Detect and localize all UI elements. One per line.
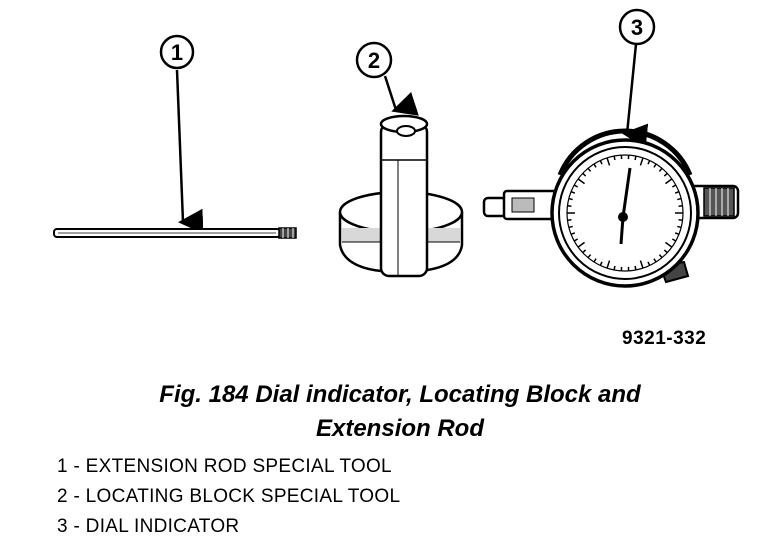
dial-tick: [678, 219, 683, 222]
dial-tick: [671, 238, 677, 242]
extension-rod: [53, 227, 297, 239]
dial-tick: [613, 155, 616, 161]
dial-tick: [677, 197, 682, 201]
dial-tick: [665, 178, 673, 185]
legend-item-2-text: LOCATING BLOCK SPECIAL TOOL: [85, 486, 401, 507]
dial-tick: [647, 160, 651, 165]
dial-tick: [573, 238, 579, 242]
dial-tick: [606, 260, 611, 269]
dial-tick: [634, 155, 637, 161]
dial-tick: [587, 254, 592, 259]
legend-item-2-number: 2: [57, 486, 68, 507]
dial-tick: [647, 261, 651, 266]
caption-line-2: Extension Rod: [315, 415, 484, 442]
callout-1-label: 1: [171, 40, 183, 65]
dial-tick: [613, 265, 616, 271]
dial-tick: [567, 204, 572, 207]
dial-tick: [665, 241, 673, 248]
dial-tick: [663, 172, 668, 177]
caption-line-1: Fig. 184 Dial indicator, Locating Block …: [159, 381, 641, 408]
dial-tick: [639, 260, 644, 269]
dial-tick: [577, 178, 585, 185]
dial-tick: [653, 163, 657, 168]
dial-tick: [674, 190, 680, 194]
dial-tick: [663, 249, 668, 254]
dial-tick: [593, 258, 597, 263]
legend-item-3: 3 - DIAL INDICATOR: [57, 516, 240, 537]
legend-item-3-text: DIAL INDICATOR: [85, 516, 240, 537]
dial-tick: [599, 160, 603, 165]
locating-block: [338, 114, 464, 278]
legend-item-1-text: EXTENSION ROD SPECIAL TOOL: [85, 456, 392, 477]
dial-tick: [634, 265, 637, 271]
dial-tick: [587, 167, 592, 172]
figure-caption: Fig. 184 Dial indicator, Locating Block …: [0, 378, 768, 446]
dial-tick: [678, 204, 683, 207]
legend-item-1-number: 1: [57, 456, 68, 477]
dial-tick: [593, 163, 597, 168]
callout-1: 1: [159, 34, 204, 234]
dial-tick: [658, 254, 663, 259]
dial-tick: [568, 225, 573, 229]
callout-2-label: 2: [368, 48, 380, 73]
dial-tick: [658, 167, 663, 172]
legend-item-2: 2 - LOCATING BLOCK SPECIAL TOOL: [57, 486, 401, 507]
legend-item-3-number: 3: [57, 516, 68, 537]
dial-indicator: [482, 128, 740, 288]
dial-tick: [677, 225, 682, 229]
callout-2: 2: [355, 41, 419, 116]
dial-tick: [568, 197, 573, 201]
dial-tick: [577, 241, 585, 248]
dial-tick: [671, 184, 677, 188]
dial-tick: [674, 232, 680, 236]
dial-tick: [570, 232, 576, 236]
dial-tick: [639, 157, 644, 166]
dial-tick: [606, 157, 611, 166]
dial-tick: [653, 258, 657, 263]
dial-tick: [570, 190, 576, 194]
dial-tick: [573, 184, 579, 188]
dial-tick: [567, 219, 572, 222]
dial-tick: [599, 261, 603, 266]
legend-item-1: 1 - EXTENSION ROD SPECIAL TOOL: [57, 456, 392, 477]
dial-tick: [582, 172, 587, 177]
callout-3-label: 3: [631, 15, 643, 40]
figure-code: 9321-332: [622, 328, 707, 349]
dial-tick: [582, 249, 587, 254]
callout-3: 3: [618, 8, 656, 149]
legend: 1 - EXTENSION ROD SPECIAL TOOL 2 - LOCAT…: [57, 452, 400, 542]
